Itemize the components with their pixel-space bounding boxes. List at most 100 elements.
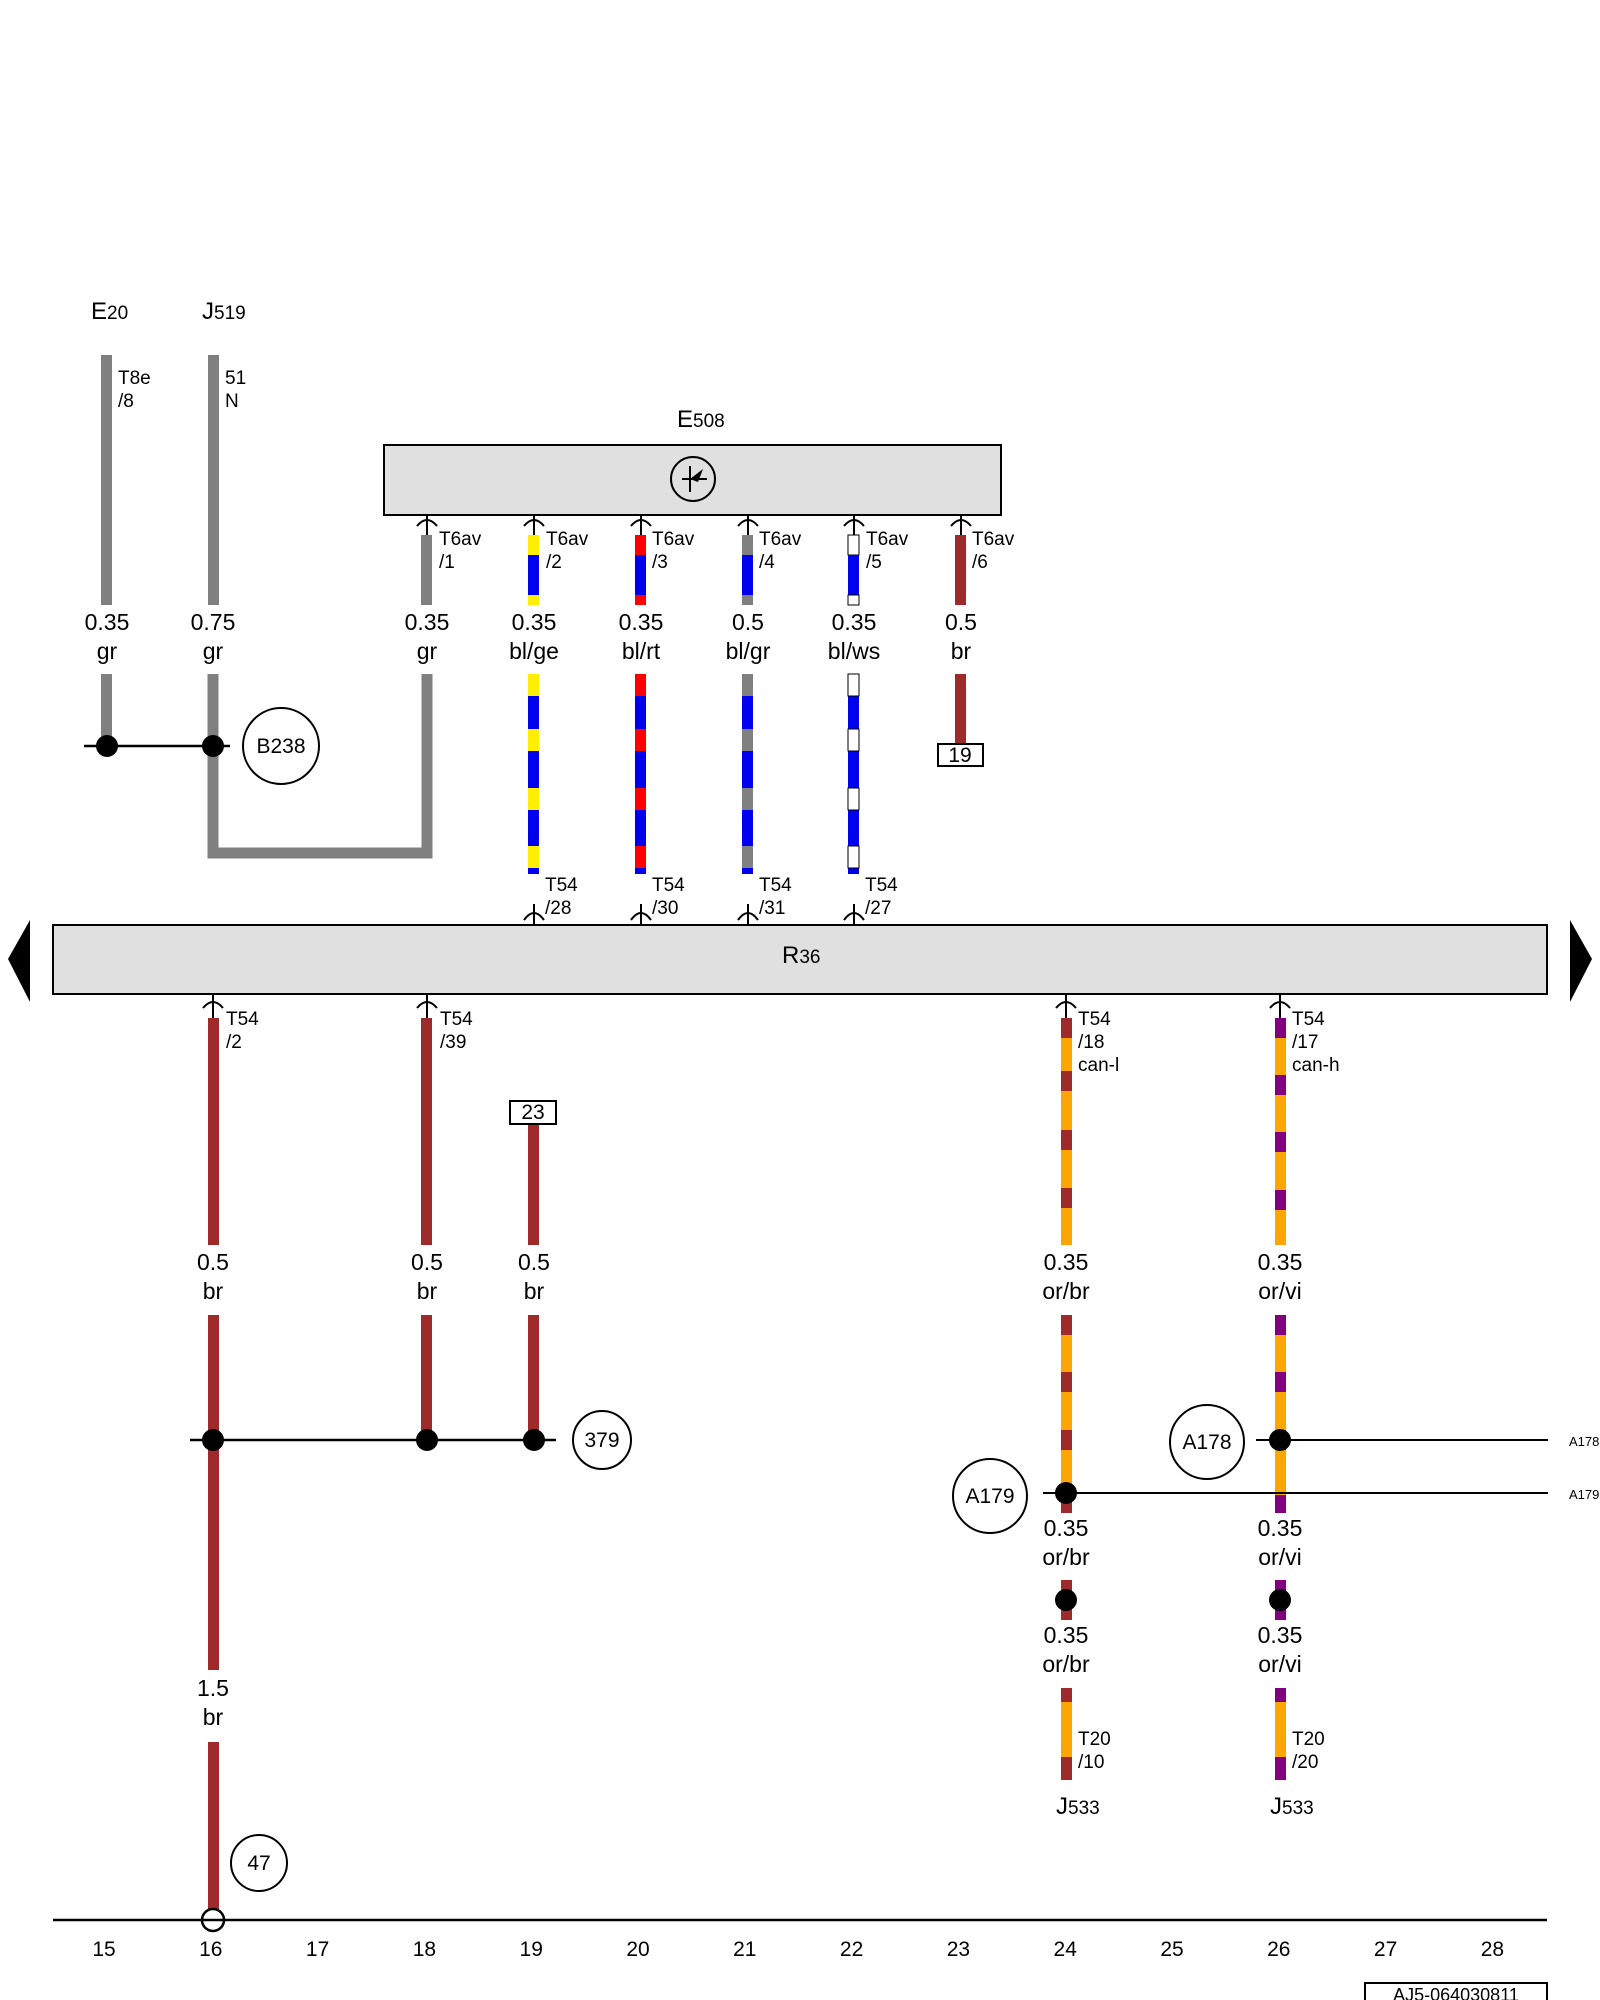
wire-bl-rt-lower	[635, 674, 646, 874]
junction-dot	[416, 1429, 438, 1451]
track-number: 17	[306, 1938, 329, 1961]
wire-size-label: 0.75	[191, 609, 236, 635]
j533-label: J533	[1056, 1793, 1100, 1820]
wire-bl-ge-lower	[528, 674, 539, 874]
ref-box-19	[937, 743, 984, 767]
track-number: 16	[199, 1938, 222, 1961]
r36-pin31-label: T54/31	[759, 875, 792, 919]
r36-housing	[52, 924, 1548, 995]
wire-size-label: 0.5	[518, 1249, 550, 1275]
drawing-id: AJ5-064030811	[1393, 1985, 1519, 2000]
junction-dot	[202, 735, 224, 757]
wire-e508-pin6-lower	[955, 674, 966, 744]
j533-pin20-label: T20/20	[1292, 1729, 1325, 1773]
r36-pin28-label: T54/28	[545, 875, 578, 919]
junction-dot	[96, 735, 118, 757]
wire-j519-loop	[207, 674, 433, 859]
wire-size-label: 0.35	[619, 609, 664, 635]
wire-size-label: 0.5	[945, 609, 977, 635]
r36-pin2-label: T54/2	[226, 1009, 259, 1053]
r36-label: R36	[782, 942, 820, 969]
wire-size-label: 0.35	[512, 609, 557, 635]
e508-pin4-label: T6av/4	[759, 529, 802, 573]
wire-bl-gr-lower	[742, 674, 753, 874]
ground-point-47-label: 47	[247, 1852, 270, 1875]
wire-ground-47	[208, 1742, 219, 1912]
wire-size-label: 0.35	[85, 609, 130, 635]
junction-dot	[1269, 1429, 1291, 1451]
junction-dot	[1055, 1482, 1077, 1504]
e508-pin1-label: T6av/1	[439, 529, 482, 573]
junction-dot	[523, 1429, 545, 1451]
wire-color-label: br	[524, 1278, 545, 1304]
wire-can-h-middle	[1275, 1315, 1286, 1513]
junction-dot	[1269, 1589, 1291, 1611]
wire-j519-upper	[208, 355, 219, 605]
track-number: 21	[733, 1938, 756, 1961]
ground-point-b238-label: B238	[256, 735, 305, 758]
wire-color-label: or/vi	[1258, 1651, 1301, 1677]
ref-box-19-label: 19	[948, 744, 971, 767]
track-number: 19	[520, 1938, 543, 1961]
wire-can-h-upper	[1275, 1018, 1286, 1245]
wire-ref23-lower	[528, 1315, 539, 1440]
wire-can-h-lower	[1275, 1688, 1286, 1780]
wire-color-label: bl/rt	[622, 638, 661, 664]
connector-a179-label: A179	[965, 1485, 1014, 1508]
right-continuation-arrow-icon	[1570, 920, 1592, 1002]
track-number: 24	[1054, 1938, 1078, 1961]
e508-connector-ticks	[416, 515, 972, 535]
wire-e508-pin2	[528, 535, 539, 605]
wire-e508-pin6	[955, 535, 966, 605]
wire-size-label: 0.35	[1044, 1622, 1089, 1648]
wire-e508-pin4	[742, 535, 753, 605]
track-number: 25	[1160, 1938, 1183, 1961]
wire-can-l-lower	[1061, 1688, 1072, 1780]
ground-point-47	[230, 1834, 288, 1892]
e508-pin2-label: T6av/2	[546, 529, 589, 573]
wire-r36-pin2-lower	[208, 1315, 219, 1670]
j519-label: J519	[202, 298, 246, 325]
wire-color-label: br	[951, 638, 972, 664]
wire-e20-upper	[101, 355, 112, 605]
e508-label: E508	[677, 406, 725, 433]
wire-r36-pin2-upper	[208, 1018, 219, 1245]
e508-pin3-label: T6av/3	[652, 529, 695, 573]
wire-color-label: bl/ws	[828, 638, 880, 664]
wire-size-label: 0.35	[1044, 1249, 1089, 1275]
track-number: 27	[1374, 1938, 1397, 1961]
j533-pin10-label: T20/10	[1078, 1729, 1111, 1773]
wire-color-label: br	[203, 1704, 224, 1730]
track-number: 20	[626, 1938, 649, 1961]
side-ref-a178: A178	[1569, 1434, 1599, 1449]
wire-color-label: br	[417, 1278, 438, 1304]
track-number: 26	[1267, 1938, 1290, 1961]
wire-e508-pin5	[847, 534, 860, 606]
track-number: 22	[840, 1938, 863, 1961]
wire-color-label: or/br	[1042, 1651, 1090, 1677]
wire-color-label: gr	[203, 638, 224, 664]
r36-top-connector-ticks	[523, 904, 865, 924]
ground-point-379	[572, 1410, 632, 1470]
junction-dot	[202, 1429, 224, 1451]
connector-a178	[1169, 1404, 1245, 1480]
wire-color-label: or/vi	[1258, 1544, 1301, 1570]
wire-can-l-upper	[1061, 1018, 1072, 1245]
wire-ref23-upper	[528, 1124, 539, 1245]
e20-pin-label: T8e/8	[118, 368, 151, 412]
side-ref-a179: A179	[1569, 1487, 1599, 1502]
wire-size-label: 0.5	[732, 609, 764, 635]
ground-point-379-label: 379	[584, 1429, 619, 1452]
wire-size-label: 0.35	[1044, 1515, 1089, 1541]
left-continuation-arrow-icon	[8, 920, 30, 1002]
wire-size-label: 0.35	[405, 609, 450, 635]
wire-can-l-middle	[1061, 1315, 1072, 1513]
j533-label: J533	[1270, 1793, 1314, 1820]
wire-size-label: 0.35	[1258, 1622, 1303, 1648]
track-number: 15	[92, 1938, 115, 1961]
e508-pin5-label: T6av/5	[866, 529, 909, 573]
